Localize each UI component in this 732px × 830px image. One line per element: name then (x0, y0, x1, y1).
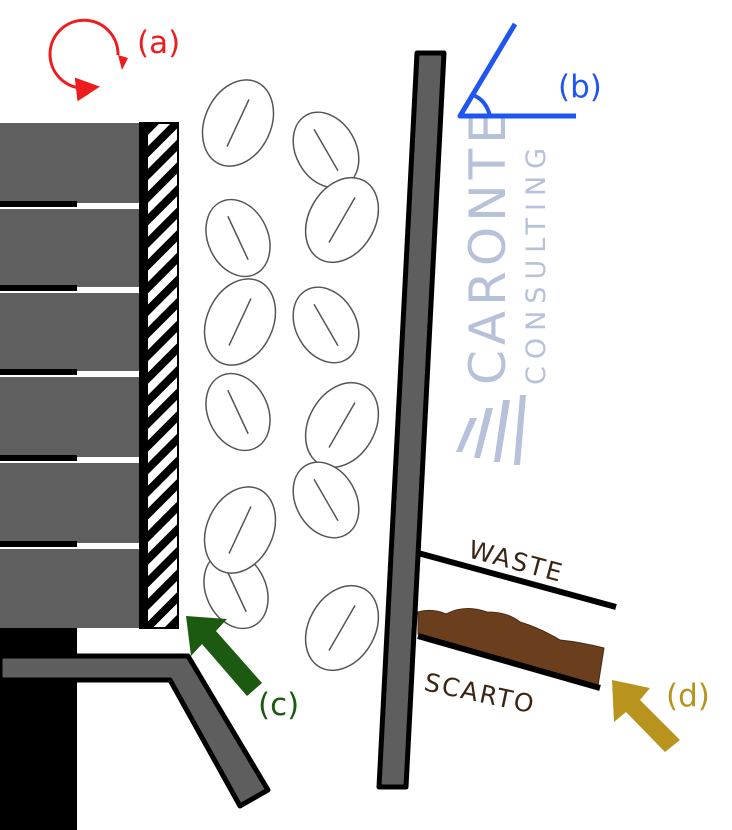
coffee-bean (292, 111, 360, 189)
grinding-disc (0, 123, 140, 203)
waste-output-indicator: (d) (612, 678, 710, 752)
coffee-bean (292, 461, 360, 539)
coffee-bean (304, 176, 380, 264)
rotation-arrow-icon (48, 18, 120, 102)
green-arrow-icon (186, 616, 262, 696)
grinding-disc (0, 377, 140, 457)
grinding-disc (0, 293, 140, 371)
ground-coffee (417, 608, 605, 687)
lower-plate (0, 653, 271, 809)
rotation-indicator: (a) (48, 18, 180, 102)
coffee-bean (304, 584, 380, 672)
vertical-plate (376, 50, 447, 790)
label-a: (a) (137, 25, 180, 61)
watermark-name: CARONTE (459, 107, 517, 385)
watermark: CARONTE CONSULTING (456, 107, 552, 465)
coffee-bean (203, 278, 277, 366)
feed-indicator: (c) (186, 616, 299, 723)
coffee-bean (292, 286, 360, 364)
label-b: (b) (558, 69, 602, 105)
angle-icon (457, 22, 576, 119)
coffee-bean (203, 486, 277, 574)
coffee-beans (201, 79, 380, 672)
grinding-disc (0, 463, 140, 543)
grinding-disc-stack (0, 122, 179, 629)
coffee-bean (304, 381, 380, 469)
angle-indicator: (b) (457, 22, 602, 119)
grinding-disc (0, 209, 140, 287)
gold-arrow-icon (612, 680, 680, 752)
scarto-label: SCARTO (422, 668, 538, 720)
coffee-bean (205, 198, 271, 278)
coffee-bean (205, 372, 271, 452)
watermark-swoosh-icon (456, 395, 526, 465)
watermark-tagline: CONSULTING (521, 141, 552, 385)
label-c: (c) (258, 687, 299, 723)
scarto-ramp (417, 633, 601, 691)
waste-ramp (417, 550, 617, 610)
label-d: (d) (666, 678, 710, 714)
coffee-bean (201, 79, 275, 167)
grinding-disc (0, 549, 140, 628)
